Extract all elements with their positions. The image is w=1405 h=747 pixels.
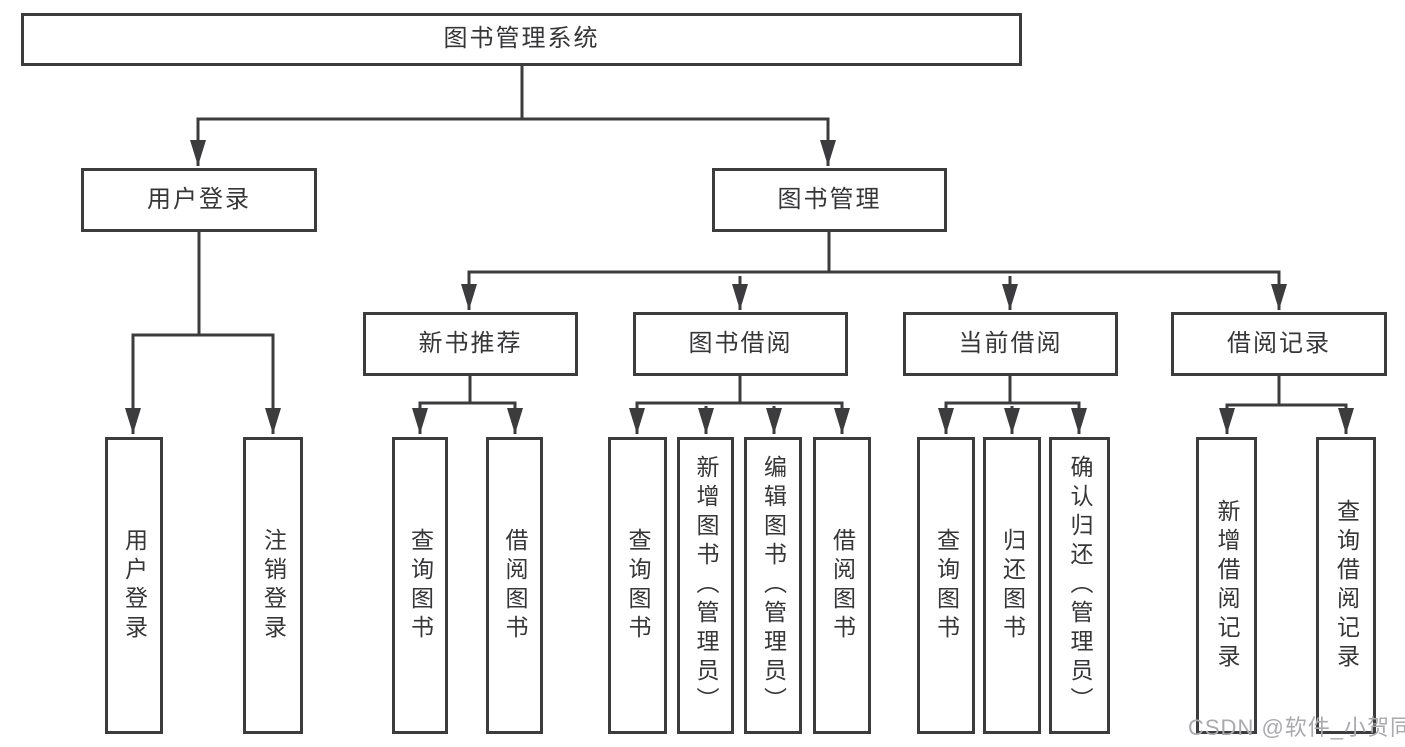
leaf-query-books-2: 查询图书 (608, 437, 667, 734)
node-current-borrow: 当前借阅 (903, 312, 1118, 376)
leaf-borrow-books-2: 借阅图书 (813, 437, 871, 734)
leaf-borrow-books-2-label: 借阅图书 (829, 527, 856, 644)
leaf-confirm-return-admin-label: 确认归还（管理员） (1067, 455, 1093, 716)
node-new-book-recommend-label: 新书推荐 (418, 329, 523, 357)
leaf-user-login: 用户登录 (105, 437, 163, 734)
leaf-add-book-admin-label: 新增图书（管理员） (693, 455, 719, 716)
csdn-watermark: CSDN @软件_小贺同学 (1188, 715, 1405, 740)
node-borrow-records: 借阅记录 (1171, 312, 1387, 376)
leaf-query-borrow-record-label: 查询借阅记录 (1333, 498, 1360, 673)
leaf-add-borrow-record: 新增借阅记录 (1196, 437, 1257, 734)
node-user-login: 用户登录 (81, 168, 317, 232)
leaf-logout: 注销登录 (243, 437, 303, 734)
leaf-logout-label: 注销登录 (260, 527, 287, 644)
node-book-borrow-label: 图书借阅 (688, 329, 793, 357)
leaf-return-book-label: 归还图书 (999, 527, 1026, 644)
leaf-edit-book-admin: 编辑图书（管理员） (744, 437, 802, 734)
leaf-add-book-admin: 新增图书（管理员） (677, 437, 734, 734)
node-book-borrow: 图书借阅 (633, 312, 848, 376)
node-root: 图书管理系统 (21, 13, 1022, 66)
node-user-login-label: 用户登录 (147, 185, 251, 213)
leaf-borrow-books-1: 借阅图书 (486, 437, 543, 734)
leaf-add-borrow-record-label: 新增借阅记录 (1214, 498, 1240, 673)
leaf-query-books-3-label: 查询图书 (933, 527, 960, 644)
leaf-query-borrow-record: 查询借阅记录 (1316, 437, 1376, 734)
node-root-label: 图书管理系统 (443, 25, 600, 53)
leaf-confirm-return-admin: 确认归还（管理员） (1049, 437, 1110, 734)
leaf-query-books-1-label: 查询图书 (407, 527, 434, 644)
node-book-management: 图书管理 (712, 168, 947, 232)
leaf-edit-book-admin-label: 编辑图书（管理员） (760, 455, 787, 716)
leaf-query-books-1: 查询图书 (392, 437, 448, 734)
node-borrow-records-label: 借阅记录 (1227, 329, 1331, 357)
node-book-management-label: 图书管理 (777, 185, 882, 213)
node-current-borrow-label: 当前借阅 (958, 329, 1063, 357)
leaf-user-login-label: 用户登录 (121, 527, 148, 644)
leaf-return-book: 归还图书 (983, 437, 1041, 734)
leaf-borrow-books-1-label: 借阅图书 (502, 527, 528, 644)
leaf-query-books-3: 查询图书 (917, 437, 975, 734)
node-new-book-recommend: 新书推荐 (363, 312, 578, 376)
leaf-query-books-2-label: 查询图书 (625, 527, 651, 644)
